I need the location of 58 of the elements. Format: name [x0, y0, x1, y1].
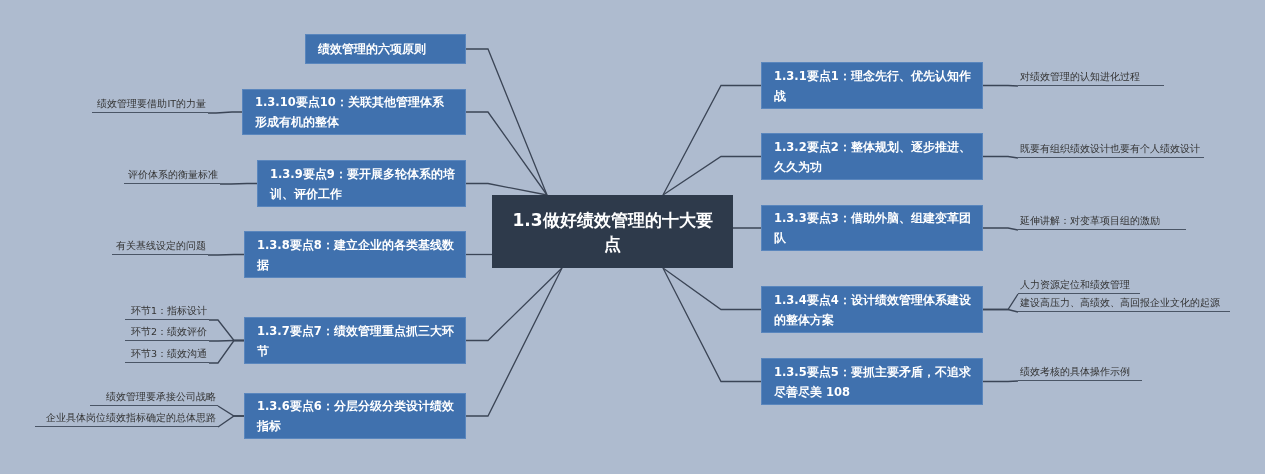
connector-line: [662, 267, 762, 311]
topic-box: [257, 160, 466, 207]
connector-line: [207, 253, 245, 256]
branch-note: 绩效管理要借助IT的力量: [92, 97, 208, 113]
branch-note: 对绩效管理的认知进化过程: [1018, 70, 1164, 86]
connector-line: [982, 308, 1019, 313]
connector-line: [207, 111, 243, 114]
topic-label: 绩效管理的六项原则: [318, 41, 426, 58]
topic-box: [305, 34, 466, 64]
connector-line: [465, 253, 493, 256]
branch-note: 绩效管理要承接公司战略: [90, 390, 218, 406]
branch-note: 有关基线设定的问题: [112, 239, 208, 255]
branch-note: 环节3：绩效沟通: [125, 347, 209, 363]
connector-line: [982, 380, 1019, 383]
connector-line: [465, 182, 548, 196]
topic-box: [761, 62, 983, 109]
branch-note: 绩效考核的具体操作示例: [1018, 365, 1142, 381]
branch-note: 环节2：绩效评价: [125, 325, 209, 341]
topic-label: 1.3.1要点1：理念先行、优先认知作战: [774, 67, 972, 105]
topic-label: 1.3.4要点4：设计绩效管理体系建设的整体方案: [774, 291, 972, 329]
topic-label: 1.3.3要点3：借助外脑、组建变革团队: [774, 210, 972, 247]
central-topic-box: [492, 195, 733, 268]
connector-line: [465, 111, 548, 196]
connector-line: [982, 155, 1019, 159]
topic-box: [761, 358, 983, 405]
central-topic-label: 1.3做好绩效管理的十大要点: [511, 208, 714, 256]
connector-line: [982, 227, 1019, 231]
connector-line: [982, 84, 1019, 87]
topic-box: [761, 205, 983, 251]
topic-label: 1.3.2要点2：整体规划、逐步推进、久久为功: [774, 138, 972, 176]
branch-note: 环节1：指标设计: [125, 304, 209, 320]
topic-box: [244, 231, 466, 278]
branch-note: 评价体系的衡量标准: [124, 168, 220, 184]
branch-note: 企业具体岗位绩效指标确定的总体思路: [35, 411, 218, 427]
branch-note: 既要有组织绩效设计也要有个人绩效设计: [1018, 142, 1204, 158]
topic-label: 1.3.8要点8：建立企业的各类基线数据: [257, 236, 455, 274]
connector-line: [465, 48, 548, 196]
branch-note: 人力资源定位和绩效管理: [1018, 278, 1140, 294]
topic-box: [242, 89, 466, 135]
branch-note: 延伸讲解：对变革项目组的激励: [1018, 214, 1186, 230]
connector-line: [662, 155, 762, 196]
topic-label: 1.3.10要点10：关联其他管理体系形成有机的整体: [255, 94, 445, 131]
connector-line: [219, 182, 258, 185]
branch-note: 建设高压力、高绩效、高回报企业文化的起源: [1018, 296, 1230, 312]
topic-label: 1.3.7要点7：绩效管理重点抓三大环节: [257, 322, 455, 360]
topic-label: 1.3.5要点5：要抓主要矛盾，不追求尽善尽美 108: [774, 363, 972, 401]
topic-box: [244, 317, 466, 364]
connector-line: [465, 267, 563, 417]
connector-line: [465, 267, 563, 342]
topic-label: 1.3.9要点9：要开展多轮体系的培训、评价工作: [270, 165, 455, 203]
connector-line: [662, 84, 762, 196]
connector-line: [217, 415, 245, 428]
connector-line: [208, 339, 245, 364]
topic-label: 1.3.6要点6：分层分级分类设计绩效指标: [257, 398, 455, 435]
topic-box: [244, 393, 466, 439]
connector-line: [662, 267, 762, 383]
topic-box: [761, 133, 983, 180]
topic-box: [761, 286, 983, 333]
